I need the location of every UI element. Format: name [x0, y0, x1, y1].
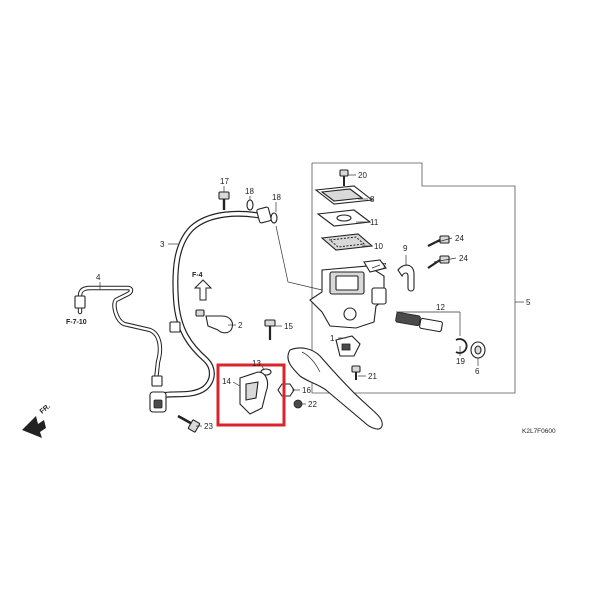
ref-front: FR. [39, 403, 52, 416]
callout-15: 15 [284, 322, 293, 331]
bracket-14 [239, 371, 269, 415]
clamp-9 [397, 264, 415, 292]
callout-2: 2 [238, 321, 243, 330]
brake-pipe [74, 285, 163, 387]
joint-block [149, 391, 167, 413]
washer-18-left [246, 199, 254, 211]
callout-18-left: 18 [245, 187, 254, 196]
f4-arrow-icon [193, 279, 213, 301]
callout-11: 11 [370, 218, 379, 227]
washer-18-right [270, 212, 278, 224]
brake-switch [335, 335, 361, 357]
ref-f4: F-4 [192, 272, 203, 279]
circlip-19 [455, 338, 468, 354]
callout-22: 22 [308, 400, 317, 409]
bolt-23 [177, 414, 201, 433]
hose-clamp [195, 309, 234, 334]
piston-set [395, 311, 461, 336]
callout-23: 23 [204, 422, 213, 431]
bolt-17 [218, 191, 230, 210]
screw-15 [264, 319, 276, 340]
screw-21 [351, 365, 361, 380]
callout-14: 14 [222, 377, 231, 386]
nut-16 [277, 383, 295, 397]
callout-13: 13 [252, 359, 261, 368]
callout-9: 9 [403, 244, 408, 253]
assembly-frame [311, 162, 516, 394]
callout-24-lower: 24 [459, 254, 468, 263]
callout-4: 4 [96, 273, 101, 282]
callout-10: 10 [374, 242, 383, 251]
callout-5: 5 [526, 298, 531, 307]
callout-1: 1 [330, 334, 335, 343]
callout-17: 17 [220, 177, 229, 186]
holder-7 [363, 259, 387, 273]
callout-24-upper: 24 [455, 234, 464, 243]
callout-21: 21 [368, 372, 377, 381]
ref-f7-10: F-7-10 [66, 319, 87, 326]
callout-7: 7 [382, 262, 387, 271]
cap-plate [316, 209, 372, 227]
callout-12: 12 [436, 303, 445, 312]
bolt-24-lower [427, 255, 450, 269]
callout-3: 3 [160, 240, 165, 249]
master-cylinder [309, 265, 387, 329]
front-arrow-icon [22, 416, 46, 438]
callout-19: 19 [456, 357, 465, 366]
callout-20: 20 [358, 171, 367, 180]
callout-8: 8 [370, 195, 375, 204]
highlight-box [216, 363, 286, 427]
boot-6 [470, 341, 486, 359]
callout-18-right: 18 [272, 193, 281, 202]
brake-lever [287, 347, 383, 430]
brake-hose [157, 206, 272, 399]
callout-6: 6 [475, 367, 480, 376]
leader-lines [99, 174, 479, 427]
callout-16: 16 [302, 386, 311, 395]
diagram-code: K2L7F0600 [522, 428, 556, 435]
reservoir-cap [314, 185, 374, 205]
diaphragm [320, 233, 374, 251]
bolt-24-upper [427, 235, 450, 247]
screw-20 [339, 169, 349, 186]
